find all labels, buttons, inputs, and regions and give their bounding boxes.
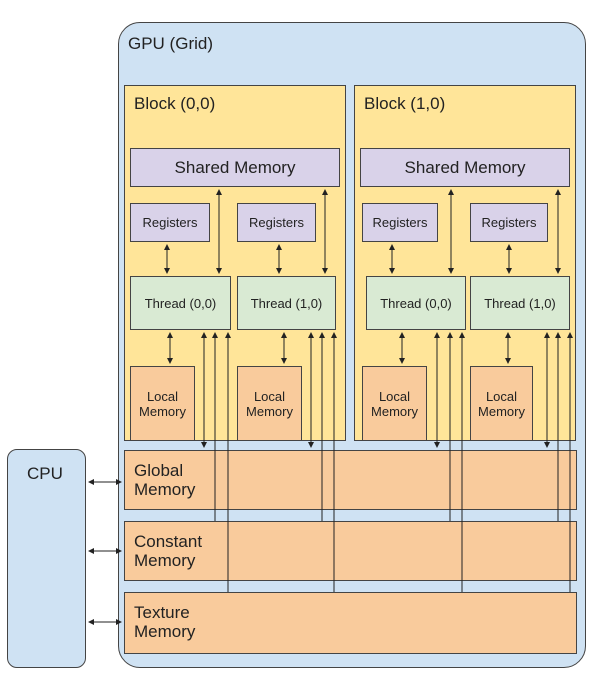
registers: Registers [470,203,548,242]
thread: Thread (1,0) [470,276,570,330]
texture-memory-label: Texture Memory [134,603,196,642]
thread: Thread (1,0) [237,276,336,330]
block-title: Block (1,0) [364,94,446,113]
thread: Thread (0,0) [130,276,231,330]
constant-memory-label: Constant Memory [134,532,203,571]
cpu-box: CPU [7,449,86,668]
local-memory: Local Memory [130,366,195,441]
global-memory: Global Memory [124,450,577,510]
thread: Thread (0,0) [366,276,466,330]
constant-memory: Constant Memory [124,521,577,581]
texture-memory: Texture Memory [124,592,577,654]
global-memory-label: Global Memory [134,461,196,500]
registers: Registers [362,203,438,242]
gpu-title: GPU (Grid) [128,34,213,53]
block-title: Block (0,0) [134,94,216,113]
registers: Registers [130,203,210,242]
registers: Registers [237,203,316,242]
shared-memory: Shared Memory [360,148,570,187]
local-memory: Local Memory [362,366,427,441]
local-memory: Local Memory [470,366,533,441]
cpu-title: CPU [27,464,63,483]
local-memory: Local Memory [237,366,302,441]
shared-memory: Shared Memory [130,148,340,187]
